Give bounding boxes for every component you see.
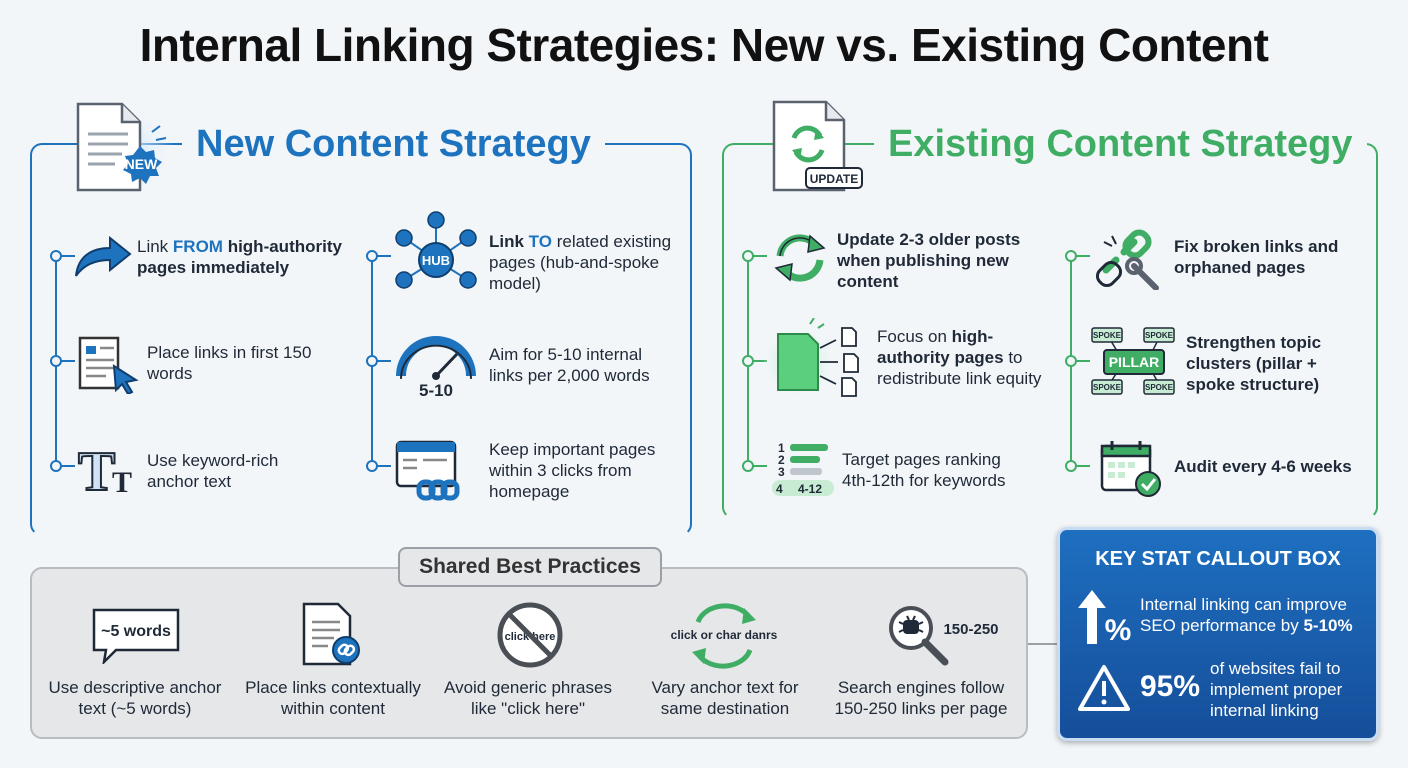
new-item-3-text: Use keyword-rich anchor text: [147, 451, 279, 491]
document-link-icon: [302, 602, 360, 666]
timeline-tick: [377, 255, 391, 257]
update-document-icon: UPDATE: [772, 100, 863, 192]
svg-text:1: 1: [778, 441, 785, 455]
existing-content-panel: Existing Content Strategy: [722, 123, 1378, 519]
new-item-4-text: Link TO related existing pages (hub-and-…: [489, 232, 672, 293]
existing-item-5-text: Strengthen topic clusters (pillar + spok…: [1186, 333, 1322, 394]
timeline-tick: [377, 465, 391, 467]
svg-text:2: 2: [778, 453, 785, 467]
stat-2-text: of websites fail to implement proper int…: [1210, 659, 1343, 720]
svg-text:150-250: 150-250: [943, 621, 998, 638]
new-content-heading: New Content Strategy: [182, 123, 605, 166]
new-item-6-text: Keep important pages within 3 clicks fro…: [489, 440, 656, 501]
speech-bubble-icon: ~5 words: [92, 608, 180, 664]
new-item-2-text: Place links in first 150 words: [147, 343, 312, 383]
timeline-tick: [753, 465, 767, 467]
magnifier-bug-icon: 150-250: [889, 606, 999, 666]
update-badge: UPDATE: [810, 172, 858, 186]
stat-2-value: 95%: [1140, 670, 1201, 703]
key-stat-box: KEY STAT CALLOUT BOX % Internal linking …: [1057, 527, 1379, 741]
svg-text:SPOKE: SPOKE: [1145, 331, 1174, 340]
svg-text:T: T: [78, 441, 115, 496]
timeline-tick: [61, 465, 75, 467]
shared-item-2-label: Place links contextually within content: [245, 678, 421, 718]
new-item-1-text: Link FROM high-authority pages immediate…: [137, 237, 342, 277]
calendar-check-icon: [1100, 441, 1161, 497]
svg-text:T: T: [112, 466, 132, 496]
svg-text:SPOKE: SPOKE: [1093, 331, 1122, 340]
svg-text:4: 4: [776, 482, 783, 496]
shared-item-4-label: Vary anchor text for same destination: [651, 678, 799, 718]
svg-text:SPOKE: SPOKE: [1145, 383, 1174, 392]
connector-line: [1028, 643, 1058, 645]
new-item-5-text: Aim for 5-10 internal links per 2,000 wo…: [489, 345, 650, 385]
svg-text:SPOKE: SPOKE: [1093, 383, 1122, 392]
existing-item-4-text: Fix broken links and orphaned pages: [1174, 237, 1339, 277]
cycle-arrows-icon: click or char danrs: [671, 603, 778, 669]
timeline-tick: [1076, 360, 1090, 362]
glowing-document-icon: [764, 318, 859, 402]
new-document-icon: NEW: [75, 102, 175, 198]
svg-text:click or char danrs: click or char danrs: [671, 628, 778, 642]
shared-item-5-label: Search engines follow 150-250 links per …: [834, 678, 1008, 718]
gauge-label: 5-10: [419, 381, 453, 400]
curved-arrow-icon: [75, 235, 132, 277]
stat-1-text: Internal linking can improve SEO perform…: [1140, 595, 1353, 635]
browser-chain-icon: [395, 440, 460, 501]
stat-box-title: KEY STAT CALLOUT BOX: [1095, 548, 1341, 570]
existing-content-heading: Existing Content Strategy: [874, 123, 1367, 166]
existing-item-2-text: Focus on high-authority pages to redistr…: [877, 327, 1042, 388]
svg-text:%: %: [1105, 614, 1132, 646]
timeline-tick: [61, 360, 75, 362]
new-badge: NEW: [125, 156, 158, 172]
hub-spoke-icon: HUB: [395, 211, 477, 289]
timeline-tick: [377, 360, 391, 362]
timeline-tick: [1076, 255, 1090, 257]
existing-item-3-text: Target pages ranking 4th-12th for keywor…: [842, 450, 1006, 490]
pillar-spoke-icon: SPOKE SPOKE SPOKE SPOKE PILLAR: [1091, 327, 1175, 395]
timeline-tick: [61, 255, 75, 257]
gauge-icon: 5-10: [396, 336, 476, 400]
existing-item-6-text: Audit every 4-6 weeks: [1174, 457, 1352, 476]
timeline-tick: [1076, 465, 1090, 467]
shared-practices-heading: Shared Best Practices: [398, 547, 662, 587]
warning-icon: [1078, 665, 1130, 711]
shared-item-3-label: Avoid generic phrases like "click here": [444, 678, 612, 718]
svg-text:4-12: 4-12: [798, 482, 822, 496]
new-content-panel: New Content Strategy: [30, 123, 692, 536]
existing-item-1-text: Update 2-3 older posts when publishing n…: [837, 230, 1021, 291]
hub-label: HUB: [422, 253, 450, 268]
svg-text:~5 words: ~5 words: [101, 623, 171, 640]
svg-text:3: 3: [778, 465, 785, 479]
timeline-tick: [753, 360, 767, 362]
document-cursor-icon: [78, 336, 139, 394]
broken-link-icon: [1095, 229, 1159, 290]
up-arrow-percent-icon: %: [1078, 590, 1132, 646]
svg-text:PILLAR: PILLAR: [1109, 354, 1160, 370]
shared-item-1-label: Use descriptive anchor text (~5 words): [48, 678, 222, 718]
text-size-icon: T T: [77, 440, 132, 496]
no-sign-icon: click here: [497, 602, 563, 668]
page-title: Internal Linking Strategies: New vs. Exi…: [139, 19, 1269, 71]
timeline-tick: [753, 255, 767, 257]
refresh-icon: [774, 234, 826, 282]
ranking-list-icon: 1 2 3 4 4-12: [772, 441, 834, 496]
